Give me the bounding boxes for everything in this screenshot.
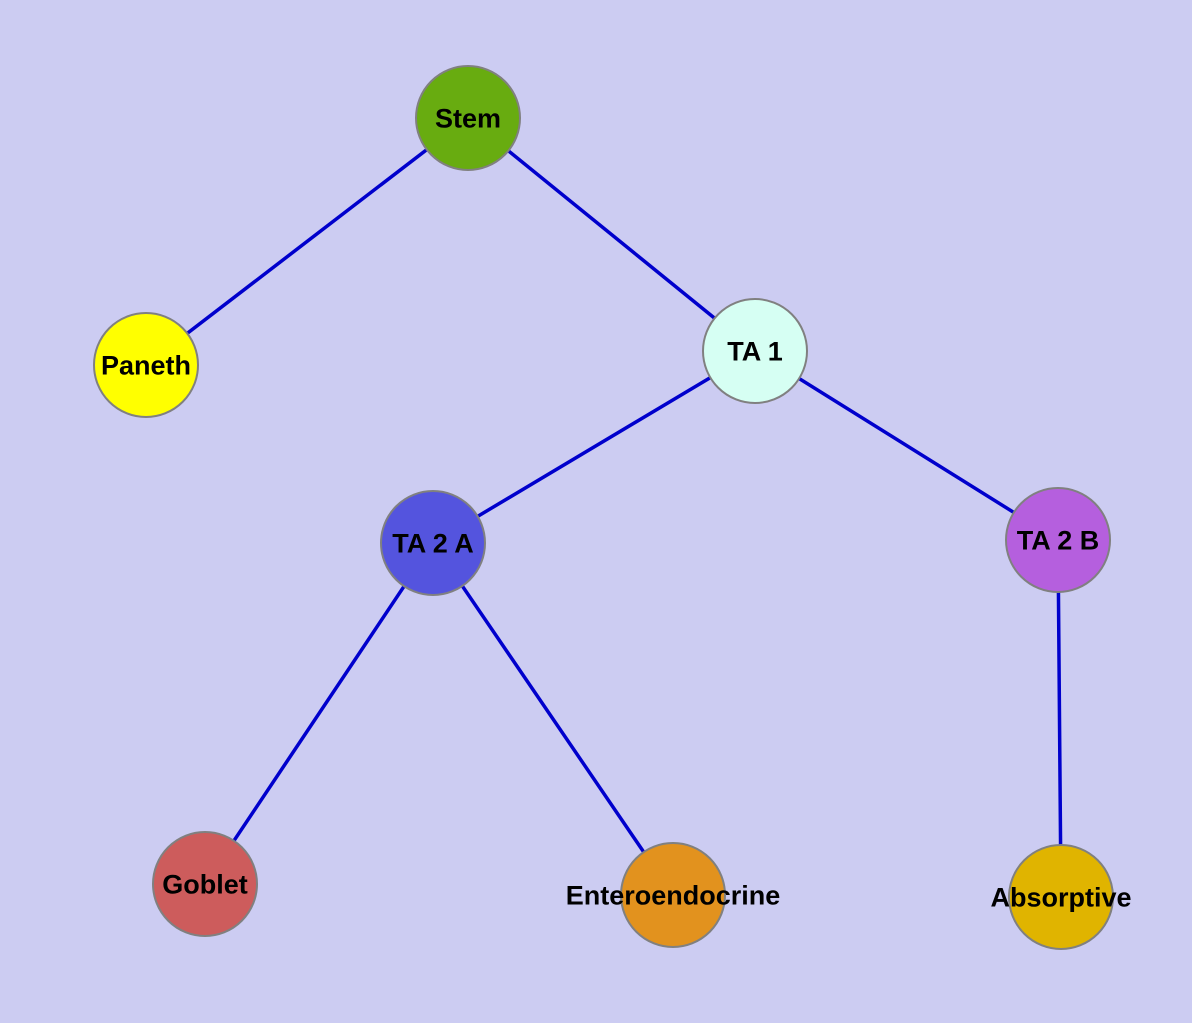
ta1-label: TA 1 [727, 336, 783, 366]
ta2b-label: TA 2 B [1017, 525, 1100, 555]
ta2a-circle[interactable] [380, 490, 486, 596]
enteroendocrine-label: Enteroendocrine [566, 880, 781, 910]
absorptive-label: Absorptive [990, 882, 1131, 912]
node-absorptive[interactable]: Absorptive [990, 844, 1132, 950]
paneth-circle[interactable] [93, 312, 199, 418]
edge-stem-ta1 [466, 116, 757, 353]
node-stem[interactable]: Stem [415, 65, 521, 171]
goblet-circle[interactable] [152, 831, 258, 937]
node-enteroendocrine[interactable]: Enteroendocrine [566, 842, 781, 948]
ta2a-label: TA 2 A [392, 528, 474, 558]
edge-ta1-ta2a [431, 349, 757, 545]
node-ta1[interactable]: TA 1 [702, 298, 808, 404]
absorptive-circle[interactable] [1008, 844, 1114, 950]
stem-circle[interactable] [415, 65, 521, 171]
enteroendocrine-circle[interactable] [620, 842, 726, 948]
ta2b-circle[interactable] [1005, 487, 1111, 593]
node-paneth[interactable]: Paneth [93, 312, 199, 418]
node-ta2a[interactable]: TA 2 A [380, 490, 486, 596]
edge-ta2a-enteroendocrine [431, 541, 675, 897]
node-goblet[interactable]: Goblet [152, 831, 258, 937]
edge-ta1-ta2b [753, 349, 1060, 542]
goblet-label: Goblet [162, 869, 248, 899]
edge-stem-paneth [144, 116, 470, 367]
node-ta2b[interactable]: TA 2 B [1005, 487, 1111, 593]
edge-ta2b-absorptive [1056, 538, 1063, 899]
edge-ta2a-goblet [203, 541, 435, 886]
stem-label: Stem [435, 103, 501, 133]
ta1-circle[interactable] [702, 298, 808, 404]
paneth-label: Paneth [101, 350, 191, 380]
edge-layer [144, 116, 1063, 899]
